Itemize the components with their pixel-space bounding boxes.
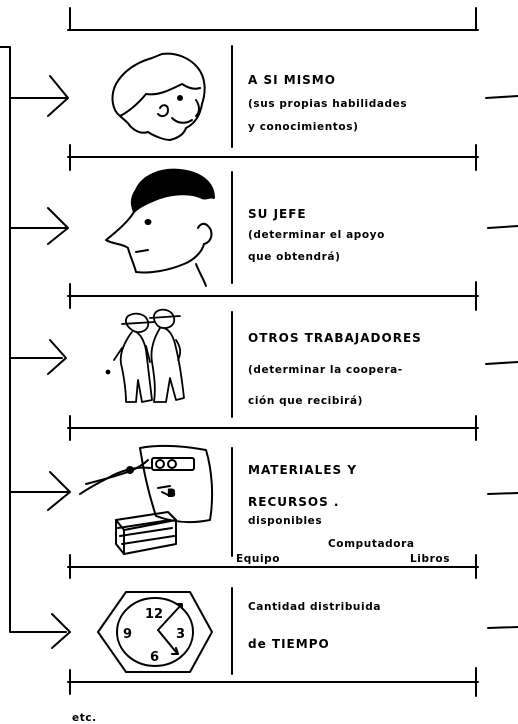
row2-line3: que obtendrá) (248, 251, 341, 263)
smiling-head-icon (111, 52, 206, 141)
arrow-row-1 (9, 75, 69, 117)
row3-title: OTROS TRABAJADORES (248, 331, 422, 345)
arrow-row-5 (51, 613, 71, 649)
left-trunk-line (0, 46, 57, 633)
row2-line2: (determinar el apoyo (248, 229, 385, 241)
clock-number-3: 3 (176, 627, 185, 642)
clock-number-9: 9 (123, 627, 132, 642)
row5-line1: Cantidad distribuida (248, 601, 381, 613)
clock-number-12: 12 (145, 607, 163, 622)
boss-head-icon (105, 168, 215, 287)
clock-number-6: 6 (150, 650, 159, 665)
row3-line2: (determinar la coopera- (248, 364, 403, 376)
row1-line3: y conocimientos) (248, 121, 358, 133)
computer-and-books-icon: B (79, 444, 214, 555)
row3-line3: ción que recibirá) (248, 395, 363, 407)
footer-etc: etc. (72, 712, 97, 724)
row4-title: MATERIALES Y (248, 463, 357, 477)
row4-line3: disponibles (248, 515, 322, 527)
clock-icon (97, 591, 213, 673)
row1-line2: (sus propias habilidades (248, 98, 407, 110)
row4-equipment: Equipo (236, 553, 280, 565)
row4-line2: RECURSOS . (248, 495, 339, 509)
two-workers-icon (105, 308, 185, 403)
svg-text:B: B (168, 489, 175, 499)
arrow-row-3 (9, 339, 67, 375)
row1-title: A SI MISMO (248, 73, 336, 87)
arrow-row-2 (9, 207, 69, 245)
row2-title: SU JEFE (248, 207, 307, 221)
row4-computer: Computadora (328, 538, 415, 550)
row5-line2: de TIEMPO (248, 637, 330, 651)
row4-books: Libros (410, 553, 450, 565)
arrow-row-4 (9, 471, 71, 511)
